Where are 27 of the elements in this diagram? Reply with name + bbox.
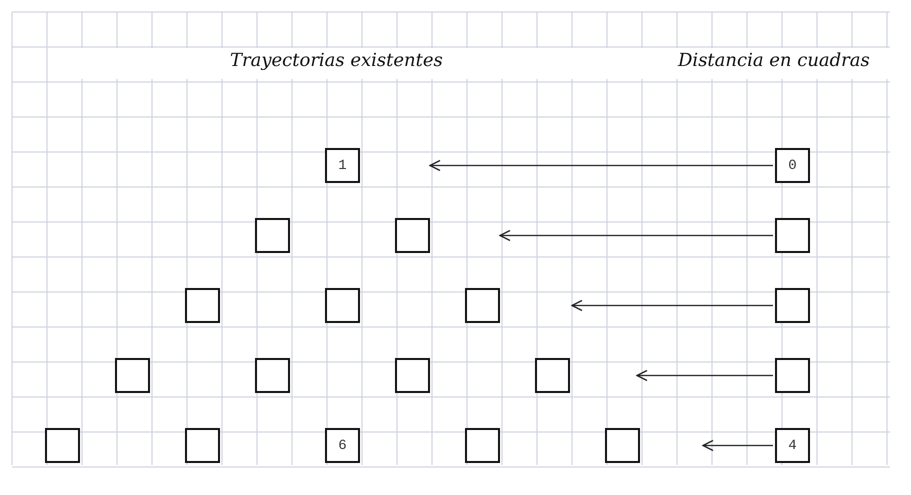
column-heading: Trayectorias existentes [230, 50, 443, 71]
empty-box [775, 288, 810, 323]
empty-box [605, 428, 640, 463]
empty-box [185, 288, 220, 323]
empty-box [395, 218, 430, 253]
empty-box [465, 288, 500, 323]
empty-box [255, 218, 290, 253]
number-box: 0 [775, 148, 810, 183]
empty-box [185, 428, 220, 463]
empty-box [115, 358, 150, 393]
empty-box [535, 358, 570, 393]
arrow [702, 440, 773, 452]
arrow [499, 230, 773, 242]
empty-box [45, 428, 80, 463]
number-box: 1 [325, 148, 360, 183]
number-box: 6 [325, 428, 360, 463]
number-box: 4 [775, 428, 810, 463]
empty-box [325, 288, 360, 323]
arrow [571, 300, 773, 312]
empty-box [465, 428, 500, 463]
empty-box [775, 218, 810, 253]
empty-box [395, 358, 430, 393]
empty-box [775, 358, 810, 393]
arrow [636, 370, 773, 382]
arrow [429, 160, 773, 172]
column-heading: Distancia en cuadras [678, 50, 870, 71]
empty-box [255, 358, 290, 393]
